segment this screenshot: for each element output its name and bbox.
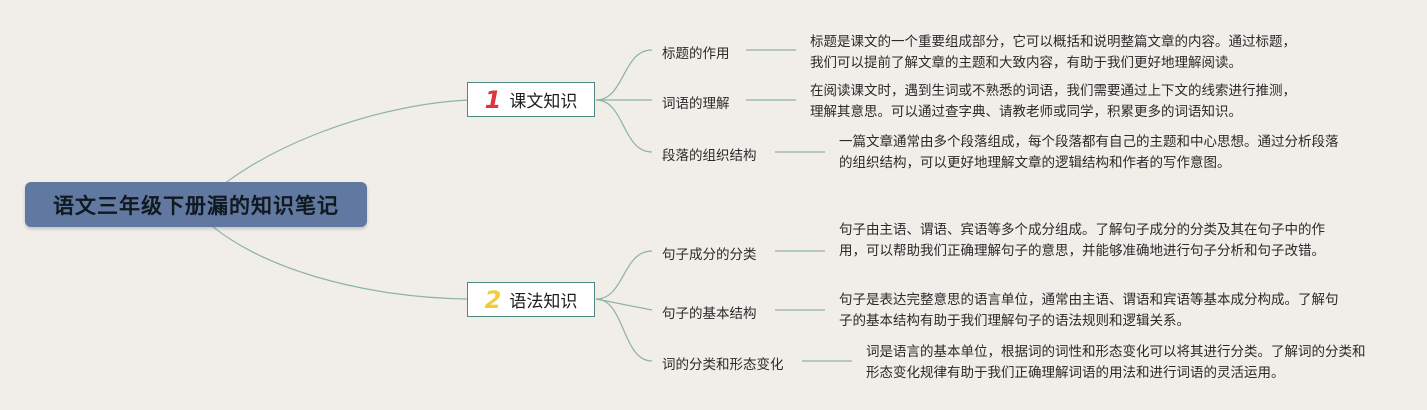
branch-label: 语法知识 xyxy=(509,292,578,312)
link-branch2-topic1 xyxy=(595,250,653,300)
branch-number-2: 2 xyxy=(484,285,502,314)
branch-label: 课文知识 xyxy=(509,92,578,112)
topic-word-classification[interactable]: 词的分类和形态变化 xyxy=(662,357,784,373)
topic-paragraph-structure[interactable]: 段落的组织结构 xyxy=(662,148,757,164)
desc-sentence-components: 句子由主语、谓语、宾语等多个成分组成。了解句子成分的分类及其在句子中的作用，可以… xyxy=(839,222,1325,259)
branch-node-course-knowledge[interactable]: 1 课文知识 xyxy=(467,82,595,117)
link-branch2-topic2 xyxy=(595,298,653,311)
topic-sentence-components[interactable]: 句子成分的分类 xyxy=(662,247,757,263)
topic-sentence-structure[interactable]: 句子的基本结构 xyxy=(662,306,757,322)
branch-node-grammar-knowledge[interactable]: 2 语法知识 xyxy=(467,282,595,317)
desc-word-understanding: 在阅读课文时，遇到生词或不熟悉的词语，我们需要通过上下文的线索进行推测，理解其意… xyxy=(810,83,1296,120)
root-node[interactable]: 语文三年级下册漏的知识笔记 xyxy=(25,182,367,227)
desc-word-classification: 词是语言的基本单位，根据词的词性和形态变化可以将其进行分类。了解词的分类和形态变… xyxy=(866,344,1366,381)
desc-paragraph-structure: 一篇文章通常由多个段落组成，每个段落都有自己的主题和中心思想。通过分析段落的组织… xyxy=(839,134,1339,171)
link-branch1-topic3 xyxy=(595,99,653,153)
topic-word-understanding[interactable]: 词语的理解 xyxy=(662,96,730,112)
link-branch1-topic1 xyxy=(595,49,653,101)
link-root-branch2 xyxy=(194,209,469,300)
link-branch2-topic3 xyxy=(595,298,653,362)
root-title: 语文三年级下册漏的知识笔记 xyxy=(53,193,339,218)
desc-title-role: 标题是课文的一个重要组成部分，它可以概括和说明整篇文章的内容。通过标题，我们可以… xyxy=(810,34,1296,71)
desc-sentence-structure: 句子是表达完整意思的语言单位，通常由主语、谓语和宾语等基本成分构成。了解句子的基… xyxy=(839,292,1339,329)
topic-title-role[interactable]: 标题的作用 xyxy=(662,46,730,62)
branch-number-1: 1 xyxy=(484,85,502,114)
